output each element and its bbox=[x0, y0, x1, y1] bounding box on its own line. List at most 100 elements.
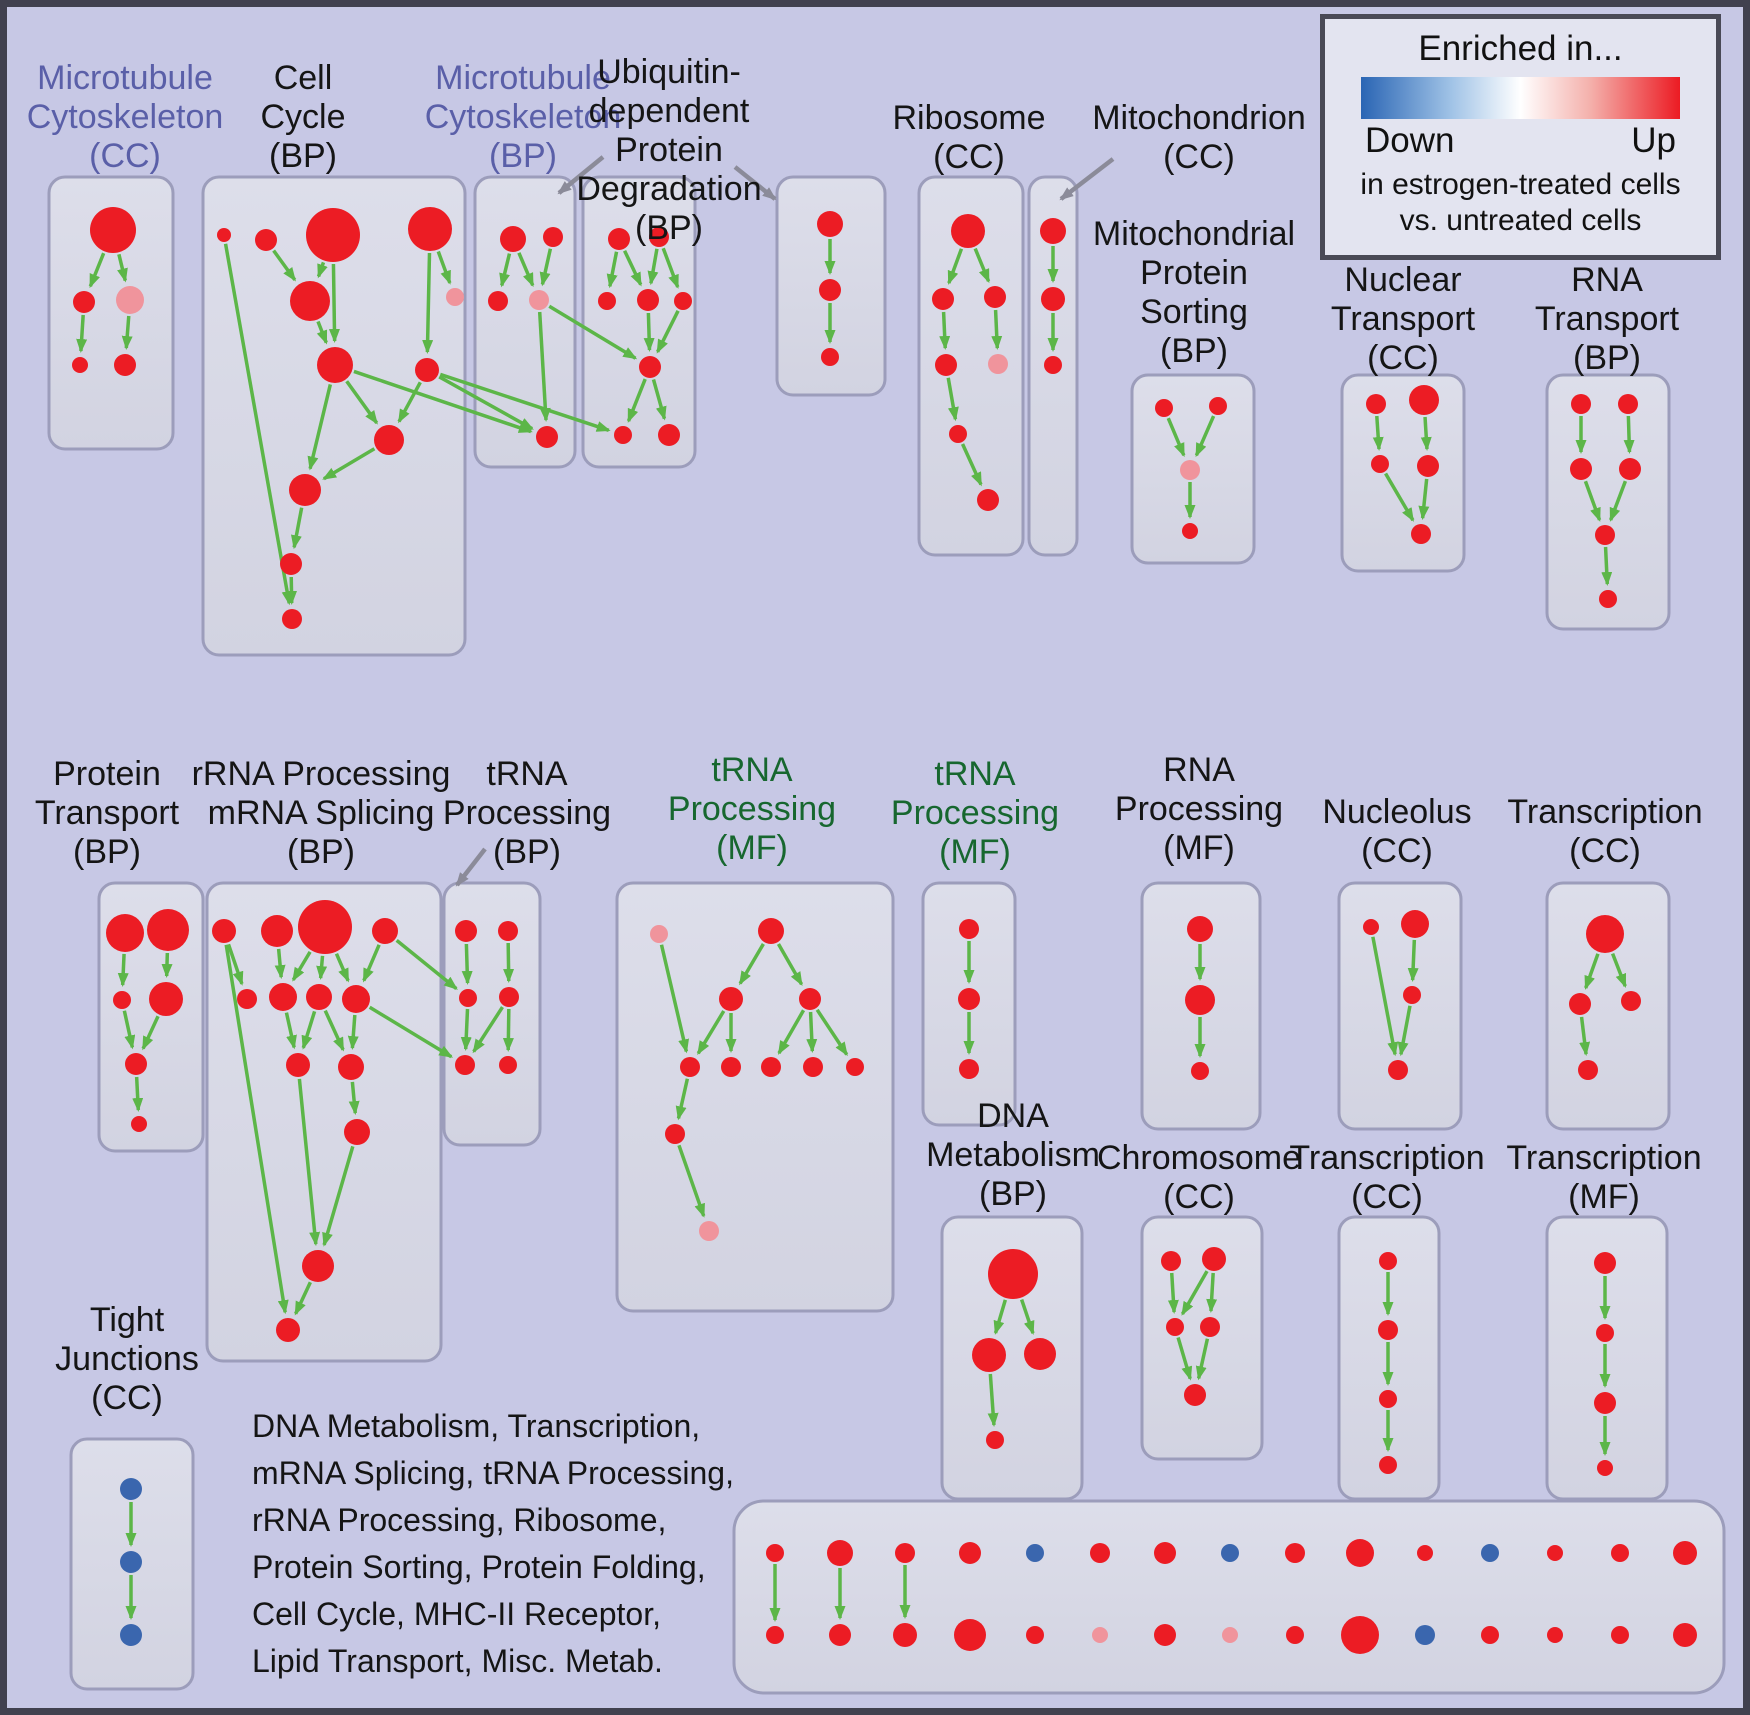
go-term-node-ribosome-cc-f bbox=[949, 425, 967, 443]
go-term-node-rrna-mrna-d bbox=[372, 918, 398, 944]
go-term-node-dna-metab-c bbox=[1024, 1338, 1056, 1370]
go-term-node-protein-transport-c bbox=[149, 982, 183, 1016]
cluster-box-microtubule-cc bbox=[47, 175, 175, 451]
edge-arrow bbox=[224, 944, 289, 1315]
misc-node-top-0 bbox=[766, 1544, 784, 1562]
edge-arrow bbox=[517, 252, 535, 288]
edge-arrow bbox=[132, 1076, 144, 1113]
edge-arrow bbox=[88, 252, 106, 289]
legend-down-label: Down bbox=[1365, 121, 1455, 160]
cluster-box-nucleolus bbox=[1337, 881, 1463, 1131]
go-term-node-transcription-mf-d bbox=[1597, 1460, 1613, 1476]
go-term-node-cell-cycle-k bbox=[280, 553, 302, 575]
go-term-node-rrna-mrna-k bbox=[344, 1119, 370, 1145]
misc-node-bottom-12 bbox=[1547, 1627, 1563, 1643]
edge-arrow bbox=[223, 243, 293, 606]
legend-title: Enriched in... bbox=[1418, 29, 1623, 68]
go-term-node-protein-transport-a bbox=[106, 914, 144, 952]
misc-node-bottom-0 bbox=[766, 1626, 784, 1644]
go-term-node-rrna-mrna-m bbox=[276, 1318, 300, 1342]
legend-gradient-bar bbox=[1361, 77, 1680, 119]
misc-node-bottom-7 bbox=[1222, 1627, 1238, 1643]
go-term-node-rrna-mrna-g bbox=[306, 984, 332, 1010]
go-term-node-mito-cc-c bbox=[1044, 356, 1062, 374]
edge-arrow bbox=[973, 247, 991, 284]
go-term-node-trna-mf-big-f bbox=[721, 1057, 741, 1077]
edge-arrow bbox=[316, 955, 328, 981]
edge-arrow bbox=[1583, 480, 1602, 522]
edge-arrow bbox=[353, 369, 533, 434]
go-term-node-transcription-cc-low-c bbox=[1379, 1390, 1397, 1408]
cluster-box-ubq-left bbox=[581, 175, 697, 469]
cluster-box-misc bbox=[732, 1499, 1726, 1695]
go-term-node-trna-mf-big-h bbox=[803, 1057, 823, 1077]
go-term-node-ubq-right-a bbox=[817, 211, 843, 237]
legend-box: Enriched in... Down Up in estrogen-treat… bbox=[1320, 14, 1721, 260]
go-term-node-ribosome-cc-c bbox=[984, 286, 1006, 308]
go-term-node-transcription-cc-mid-c bbox=[1621, 991, 1641, 1011]
go-term-node-ubq-right-c bbox=[821, 348, 839, 366]
cluster-box-trna-mf-big bbox=[615, 881, 895, 1313]
go-term-node-trna-mf-big-b bbox=[758, 918, 784, 944]
go-term-node-mito-sorting-c bbox=[1180, 460, 1200, 480]
misc-node-top-1 bbox=[827, 1540, 853, 1566]
go-term-node-trna-bp-e bbox=[455, 1055, 475, 1075]
go-term-node-transcription-cc-mid-b bbox=[1569, 993, 1591, 1015]
go-term-node-nuclear-transport-c bbox=[1371, 455, 1389, 473]
mitochondrion-pointer-arrow bbox=[1059, 157, 1115, 201]
misc-node-bottom-1 bbox=[829, 1624, 851, 1646]
edge-arrow bbox=[323, 1009, 345, 1052]
misc-node-top-6 bbox=[1154, 1542, 1176, 1564]
go-term-node-ubq-right-b bbox=[819, 279, 841, 301]
go-term-node-rrna-mrna-a bbox=[212, 919, 236, 943]
go-term-node-trna-mf-big-g bbox=[761, 1057, 781, 1077]
go-term-node-microtubule-cc-b bbox=[73, 291, 95, 313]
misc-node-top-3 bbox=[959, 1542, 981, 1564]
misc-node-bottom-11 bbox=[1481, 1626, 1499, 1644]
go-term-node-cell-cycle-c bbox=[306, 208, 360, 262]
go-term-node-transcription-cc-low-a bbox=[1379, 1252, 1397, 1270]
go-term-node-mt-bp-d bbox=[529, 290, 549, 310]
edge-arrow bbox=[1019, 1299, 1035, 1336]
edge-arrow bbox=[606, 251, 619, 289]
go-term-node-ribosome-cc-d bbox=[935, 354, 957, 376]
go-term-node-cell-cycle-l bbox=[282, 609, 302, 629]
go-term-node-trna-mf-small-b bbox=[958, 988, 980, 1010]
go-term-node-nuclear-transport-d bbox=[1417, 455, 1439, 477]
go-term-node-nuclear-transport-e bbox=[1411, 524, 1431, 544]
go-term-node-rrna-mrna-h bbox=[342, 985, 370, 1013]
go-term-node-microtubule-cc-c bbox=[116, 286, 144, 314]
edge-arrow bbox=[987, 1373, 999, 1428]
edge-arrow bbox=[1194, 415, 1216, 458]
edge-arrow bbox=[502, 1008, 514, 1053]
edge-arrow bbox=[1206, 1272, 1218, 1314]
go-term-node-trna-bp-c bbox=[459, 989, 477, 1007]
edge-arrow bbox=[777, 1009, 806, 1055]
go-term-node-protein-transport-e bbox=[125, 1053, 147, 1075]
go-term-node-ubq-left-g bbox=[614, 426, 632, 444]
edge-arrow bbox=[659, 944, 690, 1054]
ubiquitin-right-pointer-arrow bbox=[733, 165, 777, 201]
edge-arrow bbox=[121, 315, 133, 351]
go-term-node-rna-transport-b bbox=[1618, 394, 1638, 414]
go-term-node-mt-bp-b bbox=[543, 227, 563, 247]
edge-arrow bbox=[499, 253, 512, 288]
misc-node-top-14 bbox=[1673, 1541, 1697, 1565]
edge-arrow bbox=[623, 249, 643, 287]
go-term-node-mt-bp-e bbox=[536, 426, 558, 448]
go-term-node-nucleolus-b bbox=[1401, 910, 1429, 938]
go-term-node-rrna-mrna-i bbox=[286, 1053, 310, 1077]
go-term-node-ubq-left-a bbox=[608, 228, 630, 250]
misc-node-bottom-9 bbox=[1341, 1616, 1379, 1654]
edge-arrow bbox=[122, 1010, 136, 1050]
go-term-node-trna-bp-a bbox=[455, 920, 477, 942]
go-term-node-cell-cycle-b bbox=[255, 229, 277, 251]
edge-arrow bbox=[290, 507, 304, 550]
misc-node-top-2 bbox=[895, 1543, 915, 1563]
go-term-node-transcription-cc-mid-a bbox=[1586, 915, 1624, 953]
go-term-node-microtubule-cc-d bbox=[72, 357, 88, 373]
edge-arrow bbox=[76, 314, 88, 354]
edge-arrow bbox=[1384, 472, 1415, 522]
edge-arrow bbox=[117, 953, 129, 988]
go-term-node-mt-bp-c bbox=[488, 291, 508, 311]
